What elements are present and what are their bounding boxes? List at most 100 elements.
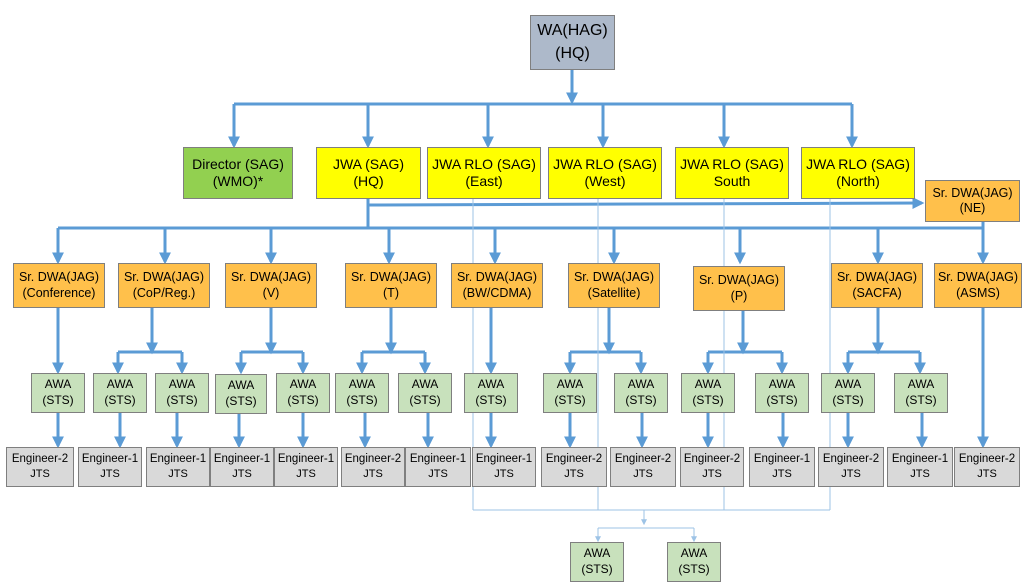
box-line2: (Satellite) — [587, 285, 641, 300]
box-line1: Engineer-2 — [822, 453, 880, 466]
box-sr-dwa-ne: Sr. DWA(JAG) (NE) — [925, 180, 1020, 222]
box-jwa-hq: JWA (SAG) (HQ) — [316, 147, 421, 199]
box-line1: AWA — [289, 377, 317, 392]
box-line1: AWA — [694, 377, 722, 392]
box-line1: AWA — [168, 377, 196, 392]
box-awa-sts: AWA(STS) — [155, 373, 209, 413]
box-awa-sts: AWA(STS) — [755, 373, 809, 413]
box-line2: JTS — [363, 468, 383, 481]
box-line1: Engineer-1 — [277, 453, 335, 466]
box-line2: (STS) — [766, 393, 798, 407]
box-awa-sts: AWA(STS) — [821, 373, 875, 413]
box-awa-sts: AWA(STS) — [398, 373, 452, 413]
box-line2: (STS) — [346, 393, 378, 407]
box-line2: JTS — [841, 468, 861, 481]
box-line1: Engineer-2 — [958, 453, 1016, 466]
box-sr-dwa-asms: Sr. DWA(JAG) (ASMS) — [934, 263, 1022, 308]
box-line1: Sr. DWA(JAG) — [932, 185, 1013, 200]
box-line1: AWA — [227, 378, 255, 393]
connector-to-ne — [367, 197, 925, 210]
box-line2: (STS) — [475, 393, 507, 407]
box-line2: (CoP/Reg.) — [132, 285, 196, 300]
box-awa-sts-rlo: AWA(STS) — [667, 542, 721, 582]
box-line2: (STS) — [905, 393, 937, 407]
box-line1: AWA — [348, 377, 376, 392]
box-line1: Sr. DWA(JAG) — [937, 270, 1019, 285]
box-line1: AWA — [583, 546, 611, 561]
box-sr-dwa-satellite: Sr. DWA(JAG) (Satellite) — [568, 263, 660, 308]
head-wa-hq: WA(HAG) (HQ) — [530, 15, 615, 70]
box-line1: Sr. DWA(JAG) — [456, 270, 538, 285]
box-awa-sts: AWA(STS) — [31, 373, 85, 413]
box-awa-sts-rlo: AWA(STS) — [570, 542, 624, 582]
box-line2: JTS — [100, 468, 120, 481]
box-line2: JTS — [494, 468, 514, 481]
box-sr-dwa-sacfa: Sr. DWA(JAG) (SACFA) — [831, 263, 923, 308]
box-line2: JTS — [232, 468, 252, 481]
box-line2: (North) — [836, 173, 880, 189]
box-line1: Director (SAG) — [192, 155, 284, 172]
box-jwa-rlo-east: JWA RLO (SAG) (East) — [427, 147, 541, 199]
box-line2: (BW/CDMA) — [462, 285, 532, 300]
box-line2: (STS) — [166, 393, 198, 407]
box-line2: (STS) — [225, 394, 257, 408]
box-line2: JTS — [702, 468, 722, 481]
box-line2: JTS — [977, 468, 997, 481]
box-line2: (STS) — [554, 393, 586, 407]
box-line1: Engineer-2 — [683, 453, 741, 466]
box-line2: (HQ) — [353, 173, 384, 189]
box-line2: (STS) — [409, 393, 441, 407]
box-awa-sts: AWA(STS) — [681, 373, 735, 413]
box-line1: JWA RLO (SAG) — [553, 155, 657, 172]
box-awa-sts: AWA(STS) — [335, 373, 389, 413]
box-line2: (STS) — [692, 393, 724, 407]
box-line1: Engineer-1 — [81, 453, 139, 466]
box-director-wmo: Director (SAG) (WMO)* — [183, 147, 293, 199]
box-jwa-rlo-west: JWA RLO (SAG) (West) — [548, 147, 662, 199]
box-line2: (STS) — [678, 562, 710, 576]
box-line1: Engineer-2 — [11, 453, 69, 466]
head-line2: (HQ) — [555, 44, 590, 62]
box-sr-dwa-t: Sr. DWA(JAG) (T) — [345, 263, 437, 308]
box-awa-sts: AWA(STS) — [215, 374, 267, 414]
box-line1: AWA — [106, 377, 134, 392]
box-line1: Sr. DWA(JAG) — [18, 270, 100, 285]
box-awa-sts: AWA(STS) — [464, 373, 518, 413]
box-line2: JTS — [296, 468, 316, 481]
box-line2: JTS — [772, 468, 792, 481]
box-line1: Sr. DWA(JAG) — [836, 270, 918, 285]
box-line1: Sr. DWA(JAG) — [123, 270, 205, 285]
box-line2: (T) — [383, 285, 399, 300]
box-line2: JTS — [910, 468, 930, 481]
head-line1: WA(HAG) — [537, 22, 608, 40]
box-sr-dwa-v: Sr. DWA(JAG) (V) — [225, 263, 317, 308]
box-line1: JWA RLO (SAG) — [806, 155, 910, 172]
box-line1: JWA RLO (SAG) — [680, 155, 784, 172]
box-sr-dwa-p: Sr. DWA(JAG) (P) — [693, 266, 785, 311]
box-sr-dwa-bw-cdma: Sr. DWA(JAG) (BW/CDMA) — [451, 263, 543, 308]
box-awa-sts: AWA(STS) — [543, 373, 597, 413]
box-line2: (V) — [262, 285, 280, 300]
box-line1: Engineer-2 — [614, 453, 672, 466]
box-line2: JTS — [633, 468, 653, 481]
box-sr-dwa-conference: Sr. DWA(JAG) (Conference) — [13, 263, 105, 308]
box-line2: (STS) — [104, 393, 136, 407]
box-line1: Engineer-2 — [344, 453, 402, 466]
box-awa-sts: AWA(STS) — [276, 373, 330, 413]
box-line2: (STS) — [287, 393, 319, 407]
box-line2: (West) — [584, 173, 626, 189]
box-line1: Sr. DWA(JAG) — [573, 270, 655, 285]
box-line1: AWA — [411, 377, 439, 392]
box-jwa-rlo-north: JWA RLO (SAG) (North) — [801, 147, 915, 199]
